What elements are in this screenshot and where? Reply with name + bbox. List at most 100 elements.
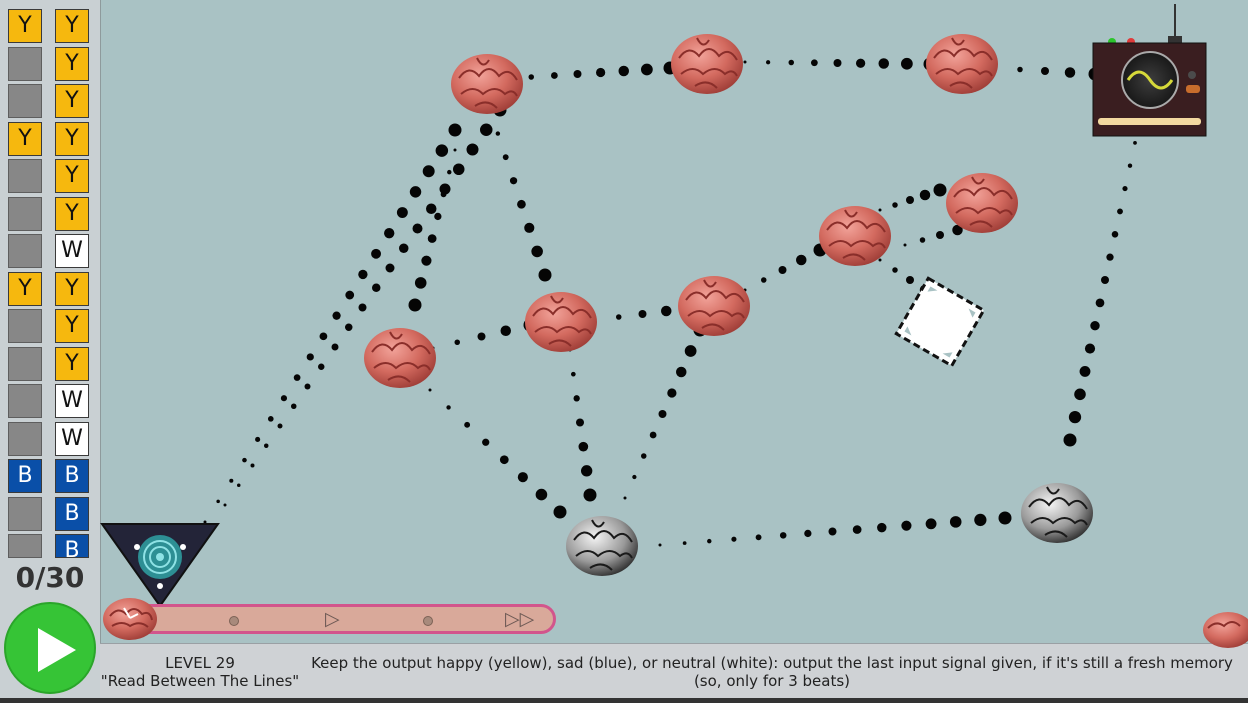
signal-dot (448, 123, 462, 137)
brain-node[interactable] (819, 206, 891, 266)
signal-cell (8, 309, 42, 343)
speed-notch[interactable] (229, 616, 239, 626)
signal-dot (878, 58, 889, 69)
signal-dot (371, 248, 381, 259)
brain-node[interactable] (926, 34, 998, 94)
signal-cell: Y (55, 309, 89, 343)
signal-dot (318, 363, 325, 370)
signal-dot (499, 455, 509, 465)
signal-dot (453, 163, 465, 175)
signal-dot (291, 403, 297, 409)
signal-dot (399, 243, 409, 253)
signal-dot (242, 457, 247, 463)
signal-dot (427, 234, 437, 243)
brain-node[interactable] (946, 173, 1018, 233)
speed-handle-brain[interactable] (100, 594, 160, 644)
signal-dot (974, 513, 987, 527)
signal-dot (878, 208, 882, 212)
signal-dot (482, 438, 490, 446)
signal-dot (447, 169, 452, 175)
signal-cell: Y (55, 346, 89, 381)
brain-node[interactable] (525, 292, 597, 352)
signal-dot (788, 59, 794, 66)
signal-dot (396, 207, 408, 218)
signal-dot (223, 503, 227, 507)
signal-dot (640, 63, 653, 76)
signal-dot (331, 343, 339, 351)
signal-dot (422, 165, 435, 178)
signal-dot (900, 57, 913, 70)
signal-dot (580, 465, 593, 477)
signal-cell: B (8, 459, 42, 493)
signal-cell: B (55, 496, 89, 531)
signal-dot (277, 423, 283, 429)
output-oscilloscope[interactable] (1092, 4, 1207, 137)
signal-dot (453, 148, 457, 152)
signal-dot (408, 298, 422, 312)
signal-dot (304, 383, 311, 390)
play-speed-icon[interactable]: ▷ (325, 608, 340, 630)
signal-cell (8, 46, 42, 81)
signal-cell: Y (55, 84, 89, 118)
signal-dot (952, 224, 963, 236)
signal-cell: Y (8, 271, 42, 306)
signal-dot (446, 405, 451, 410)
signal-dot (454, 339, 460, 345)
brain-node[interactable] (364, 328, 436, 388)
level-label: LEVEL 29 "Read Between The Lines" (100, 654, 300, 690)
signal-dot (495, 131, 501, 136)
signal-dot (661, 305, 672, 317)
input-emitter (100, 523, 220, 608)
speed-slider[interactable]: ▷ ▷▷ (104, 604, 556, 634)
signal-cell: Y (55, 271, 89, 306)
signal-dot (761, 277, 767, 283)
signal-dot (1095, 298, 1105, 308)
fast-forward-icon[interactable]: ▷▷ (505, 608, 535, 630)
signal-dot (358, 303, 367, 312)
signal-dot (903, 243, 907, 247)
signal-dot (538, 268, 552, 282)
signal-dot (477, 332, 486, 341)
play-button[interactable] (4, 602, 96, 694)
signal-dot (293, 374, 301, 381)
signal-dot (1084, 343, 1096, 354)
speed-notch[interactable] (423, 616, 433, 626)
inactive-brain-node[interactable] (566, 516, 638, 576)
signal-dot (1079, 365, 1091, 377)
beat-counter: 0/30 (15, 561, 85, 594)
signal-dot (1063, 433, 1077, 447)
signal-dot (440, 191, 447, 198)
signal-dot (332, 311, 341, 320)
signal-dot (906, 196, 914, 204)
inactive-brain-node[interactable] (1021, 483, 1093, 543)
signal-cell (8, 346, 42, 381)
signal-cell (8, 496, 42, 531)
signal-dot (852, 525, 862, 534)
signal-dot (524, 222, 535, 233)
signal-dot (1133, 140, 1137, 145)
level-description: Keep the output happy (yellow), sad (blu… (311, 654, 1233, 690)
signal-dot (1127, 163, 1133, 168)
signal-dot (264, 443, 269, 448)
signal-dot (925, 518, 937, 530)
signal-dot (583, 488, 597, 502)
signal-dot (578, 441, 589, 452)
brain-node[interactable] (678, 276, 750, 336)
signal-dot (778, 266, 787, 274)
signal-dot (658, 543, 662, 547)
signal-dot (949, 516, 962, 528)
brain-node[interactable] (451, 54, 523, 114)
signal-dot (426, 203, 437, 214)
signal-dot (517, 199, 526, 209)
signal-dot (901, 520, 912, 531)
signal-dot (936, 231, 944, 239)
signal-dot (919, 237, 926, 243)
signal-cell: Y (8, 121, 42, 156)
signal-dot (412, 223, 423, 234)
signal-paths (203, 57, 1142, 547)
memory-diamond-node[interactable] (894, 276, 986, 368)
brain-node[interactable] (671, 34, 743, 94)
signal-dot (649, 431, 657, 439)
